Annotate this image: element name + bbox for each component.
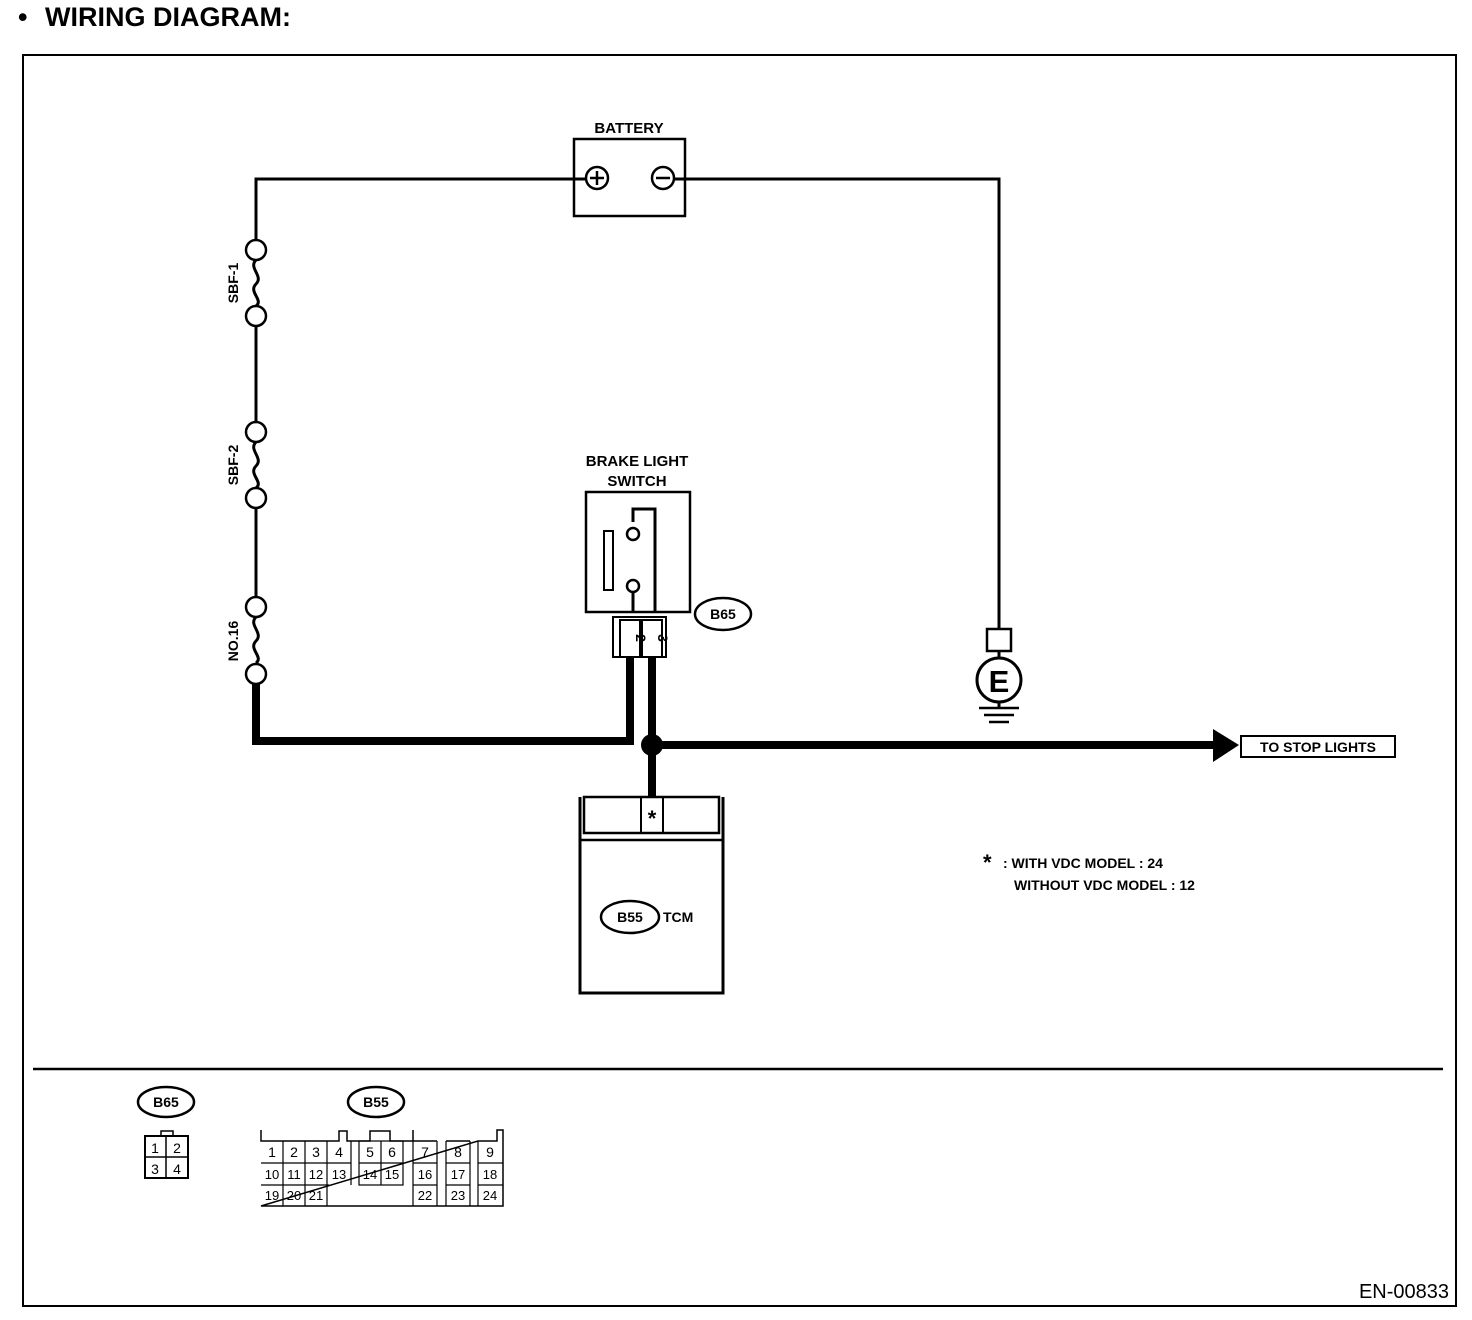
b55-pin-13: 13 [332, 1167, 346, 1182]
b55-pin-21: 21 [309, 1188, 323, 1203]
switch-pin-3: 3 [655, 634, 671, 642]
battery: BATTERY [572, 120, 687, 218]
b55-pin-5: 5 [366, 1144, 374, 1160]
b55-pin-16: 16 [418, 1167, 432, 1182]
connector-view-b65-label: B65 [153, 1094, 179, 1110]
b55-pin-2: 2 [290, 1144, 298, 1160]
ground-symbol: E [989, 664, 1010, 699]
fuse-sbf-1-label: SBF-1 [225, 263, 241, 304]
tcm-connector-id: B55 [617, 909, 643, 925]
switch-plunger [603, 530, 614, 591]
to-stop-lights-box [1240, 735, 1396, 758]
note-star: * [983, 850, 992, 875]
wire-battery-to-sbf1 [254, 177, 586, 240]
arrow-to-stop-lights [1213, 729, 1239, 762]
brake-light-switch-label-1: BRAKE LIGHT [586, 453, 689, 470]
b55-pin-4: 4 [335, 1144, 343, 1160]
connector-view-b55-label: B55 [363, 1094, 389, 1110]
tcm-connector-tag [599, 899, 661, 935]
tcm-pin-mark: * [648, 806, 657, 831]
tcm-label: TCM [663, 909, 693, 925]
b55-pin-1: 1 [268, 1144, 276, 1160]
b55-pin-18: 18 [483, 1167, 497, 1182]
b55-pin-8: 8 [454, 1144, 462, 1160]
splice-point [641, 734, 663, 756]
switch-contact-line [631, 507, 657, 612]
b65-pin-3: 3 [151, 1161, 159, 1177]
vdc-note: * : WITH VDC MODEL : 24 WITHOUT VDC MODE… [983, 850, 1195, 893]
b55-pin-24: 24 [483, 1188, 497, 1203]
brake-light-switch-label-2: SWITCH [607, 473, 666, 490]
b65-pin-1: 1 [151, 1140, 159, 1156]
switch-pin-2: 2 [633, 634, 649, 642]
tcm: * B55 TCM [578, 795, 725, 995]
ground-terminal [985, 627, 1013, 653]
b55-pin-6: 6 [388, 1144, 396, 1160]
b55-pin-14: 14 [363, 1167, 377, 1182]
ground-point: E [975, 627, 1023, 724]
b65-pin-4: 4 [173, 1161, 181, 1177]
b55-pin-12: 12 [309, 1167, 323, 1182]
wire-no16-to-switch-pin2 [252, 657, 634, 745]
heading-text: WIRING DIAGRAM: [44, 2, 291, 32]
wire-battery-to-ground [674, 177, 1001, 629]
fuse-sbf-2: SBF-2 [225, 420, 268, 510]
b55-pin-15: 15 [385, 1167, 399, 1182]
to-stop-lights: TO STOP LIGHTS [1240, 735, 1396, 758]
switch-connector-tag [693, 596, 753, 632]
note-line-2: WITHOUT VDC MODEL : 12 [1014, 877, 1195, 893]
b55-pin-19: 19 [265, 1188, 279, 1203]
battery-negative-terminal [650, 165, 676, 191]
brake-light-switch: BRAKE LIGHT SWITCH 2 3 B65 [584, 453, 753, 658]
b65-pin-2: 2 [173, 1140, 181, 1156]
fuse-sbf-2-label: SBF-2 [225, 445, 241, 486]
tcm-connector [582, 795, 721, 835]
fuse-no-16: NO.16 [225, 595, 268, 686]
b55-pin-17: 17 [451, 1167, 465, 1182]
battery-positive-terminal [584, 165, 610, 191]
b55-pin-23: 23 [451, 1188, 465, 1203]
switch-contact-lower [625, 578, 641, 594]
connector-view-b55: B55 1 2 3 4 [260, 1085, 504, 1207]
brake-light-switch-box [584, 490, 692, 614]
to-stop-lights-label: TO STOP LIGHTS [1260, 739, 1376, 755]
fuse-no-16-label: NO.16 [225, 621, 241, 662]
b55-pin-22: 22 [418, 1188, 432, 1203]
b55-pin-11: 11 [287, 1167, 301, 1182]
section-heading: • WIRING DIAGRAM: [18, 2, 291, 33]
b55-pin-20: 20 [287, 1188, 301, 1203]
battery-label: BATTERY [594, 120, 663, 137]
switch-contact-upper [625, 526, 641, 542]
figure-id: EN-00833 [1359, 1281, 1449, 1303]
b55-pin-7: 7 [421, 1144, 429, 1160]
fuse-sbf-1: SBF-1 [225, 238, 268, 328]
note-line-1: : WITH VDC MODEL : 24 [1003, 855, 1163, 871]
b55-pin-3: 3 [312, 1144, 320, 1160]
bullet: • [18, 2, 28, 32]
switch-connector-id: B65 [710, 606, 736, 622]
b55-pin-10: 10 [265, 1167, 279, 1182]
connector-view-b65: B65 1 2 3 4 [136, 1085, 196, 1179]
diagram-frame [22, 54, 1457, 1307]
b55-pin-9: 9 [486, 1144, 494, 1160]
